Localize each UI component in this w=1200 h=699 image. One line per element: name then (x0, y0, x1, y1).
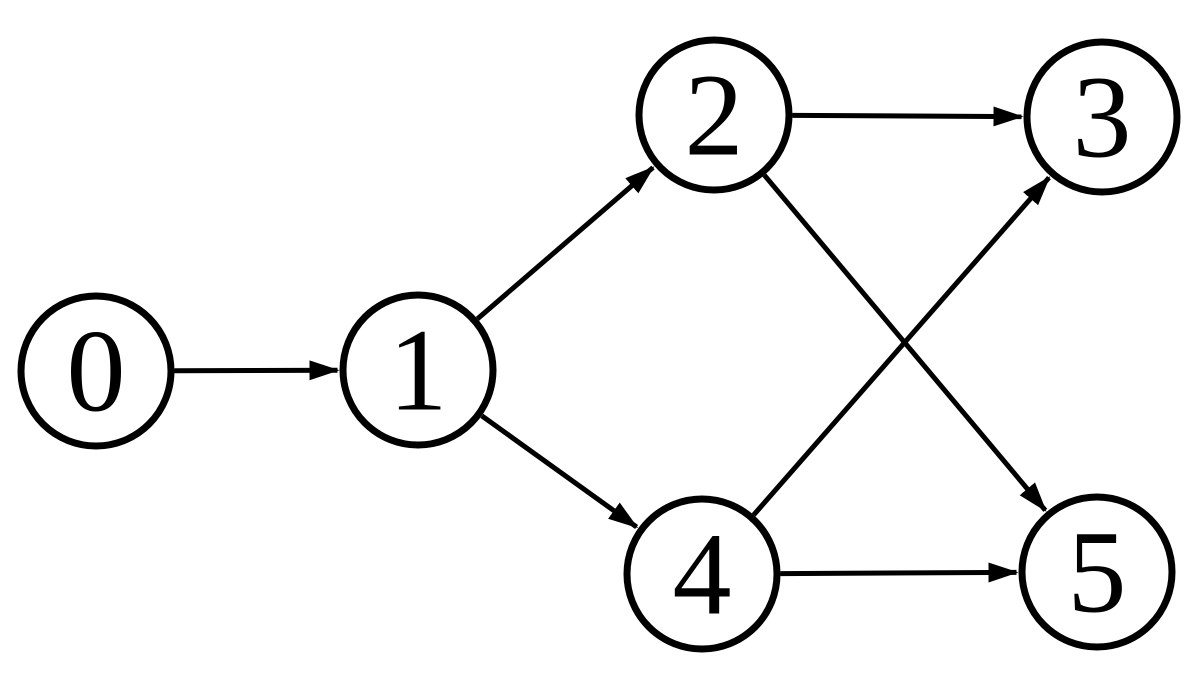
node-4: 4 (623, 495, 781, 653)
node-circle-4 (623, 495, 781, 653)
node-circle-0 (17, 292, 175, 450)
edge-1-to-4 (480, 413, 639, 530)
edge-1-to-2 (475, 165, 655, 321)
node-circle-3 (1023, 38, 1181, 196)
node-label-2: 2 (685, 50, 744, 181)
node-1: 1 (339, 291, 497, 449)
node-label-1: 1 (389, 305, 448, 436)
node-circle-5 (1018, 493, 1176, 651)
edge-4-to-3 (751, 175, 1051, 517)
node-5: 5 (1018, 493, 1176, 651)
node-label-4: 4 (673, 509, 732, 640)
edge-4-to-5 (780, 562, 1019, 583)
node-circle-1 (339, 291, 497, 449)
edge-0-to-1 (174, 360, 340, 381)
node-label-3: 3 (1073, 52, 1132, 183)
node-label-0: 0 (67, 306, 126, 437)
node-3: 3 (1023, 38, 1181, 196)
node-0: 0 (17, 292, 175, 450)
node-2: 2 (635, 36, 793, 194)
edge-2-to-3 (792, 106, 1024, 127)
node-circle-2 (635, 36, 793, 194)
node-label-5: 5 (1068, 507, 1127, 638)
